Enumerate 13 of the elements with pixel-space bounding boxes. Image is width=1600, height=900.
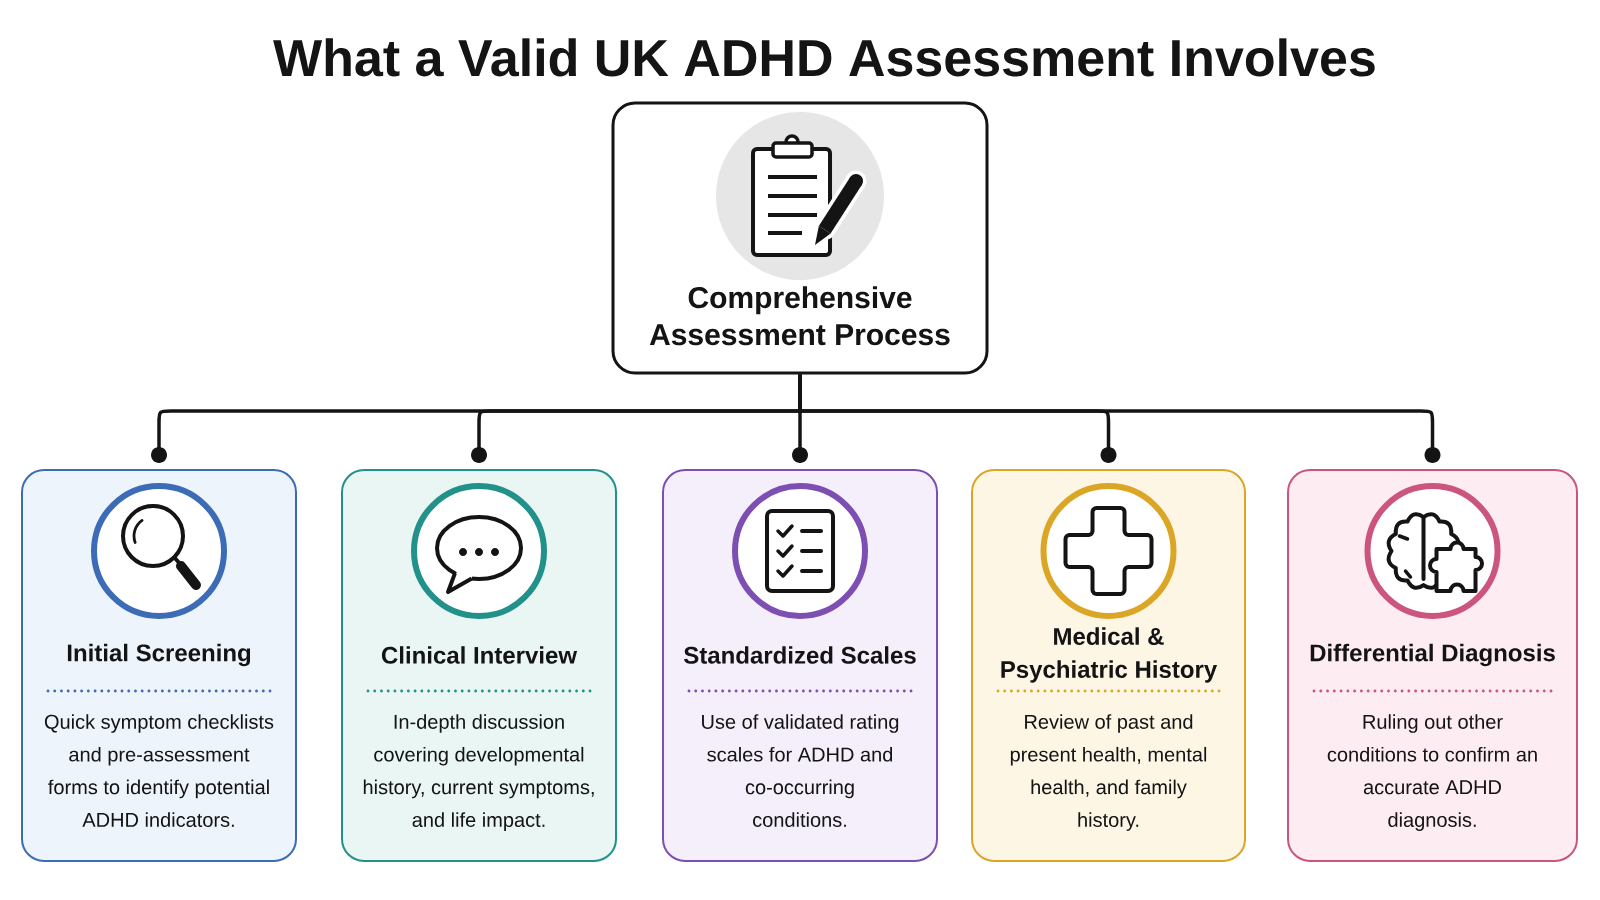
- card-heading: Medical & Psychiatric History: [1001, 627, 1218, 683]
- card-heading: Standardized Scales: [684, 646, 916, 664]
- connector: [798, 374, 1441, 463]
- process-box: Comprehensive Assessment Process: [611, 101, 989, 375]
- card-text: Use of validated rating scales for ADHD and co-occurring conditions.: [702, 714, 899, 827]
- card-text: Ruling out other conditions to confirm an accurate ADHD diagnosis.: [1327, 714, 1537, 831]
- card-text: In-depth discussion covering developmental history, current symptoms, and life impact.: [363, 714, 594, 831]
- card-text: Review of past and present health, mental health, and family history.: [1010, 714, 1207, 831]
- card-heading: Initial Screening: [67, 643, 251, 667]
- card-heading: Differential Diagnosis: [1310, 643, 1555, 667]
- title: What a Valid UK ADHD Assessment Involves: [273, 38, 1375, 77]
- card-heading: Clinical Interview: [381, 646, 578, 664]
- card-text: Quick symptom checklists and pre-assessment forms to identify potential ADHD indicators.: [44, 714, 274, 827]
